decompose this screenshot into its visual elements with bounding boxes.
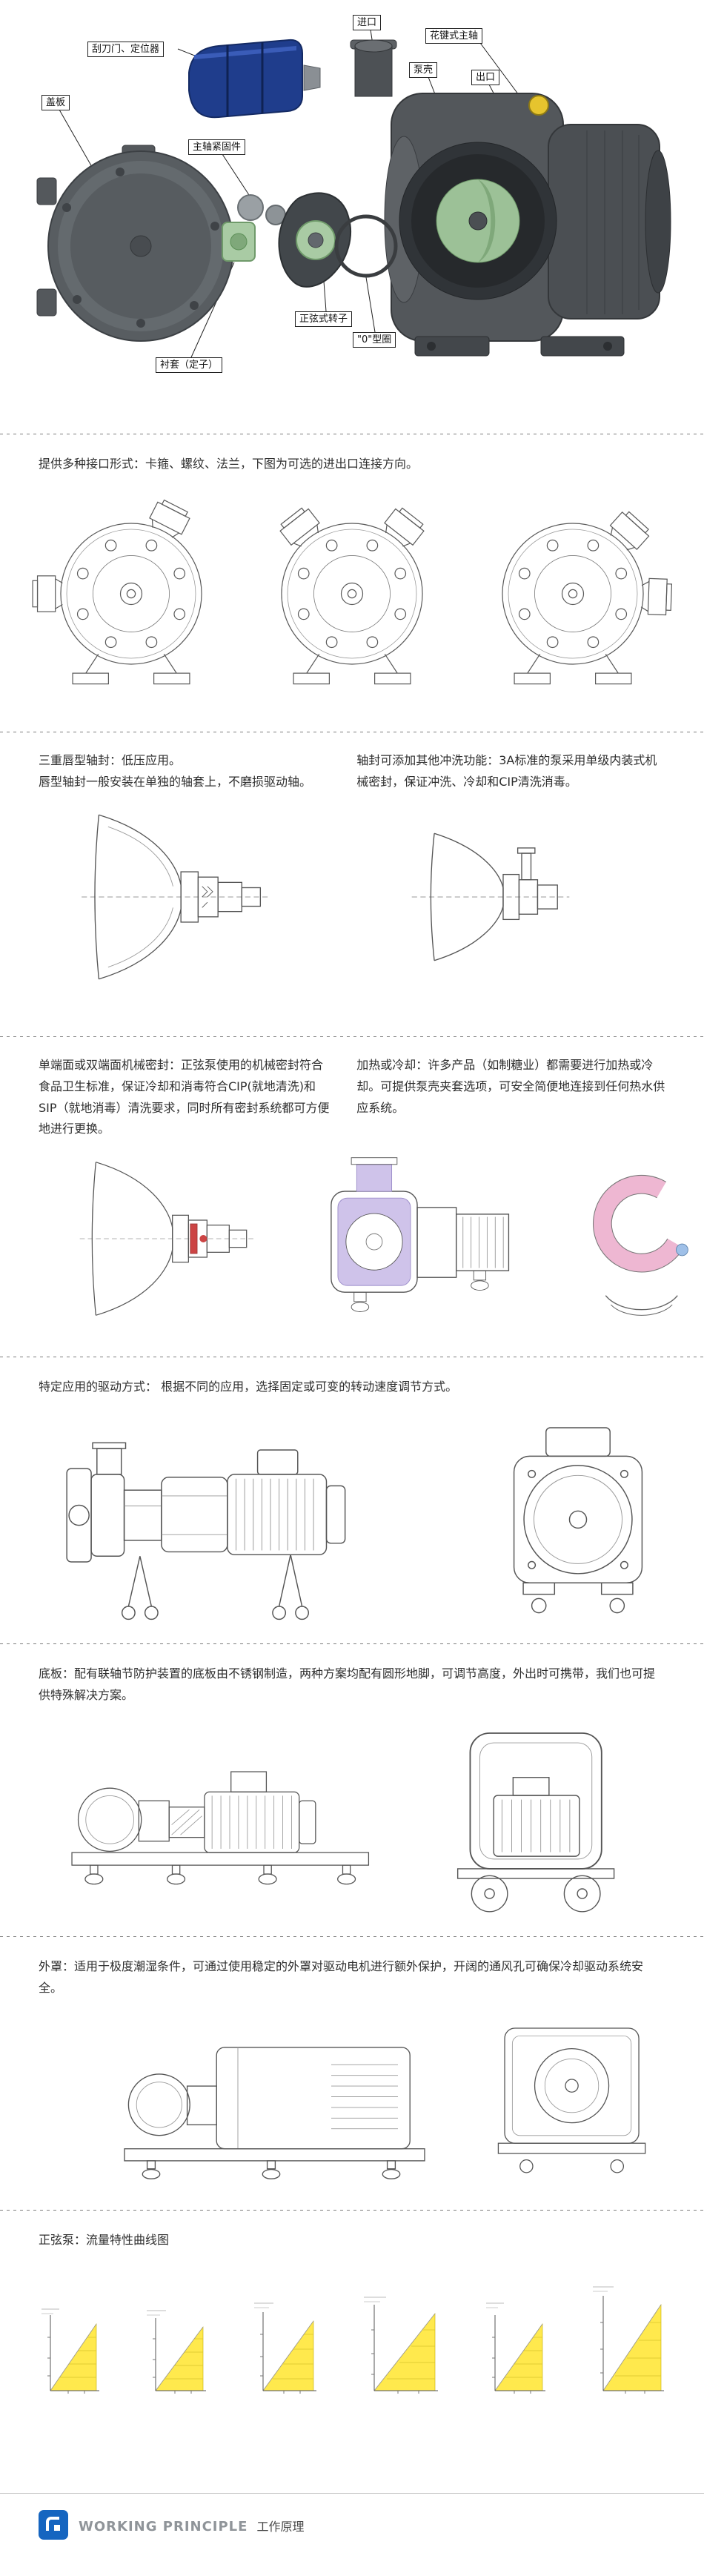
exploded-diagram-section: 刮刀门、定位器 进口 花键式主轴 泵壳 出口 盖板 主轴紧固件 正弦式转子 "0…: [0, 0, 704, 434]
part-label-cover: 盖板: [41, 95, 70, 110]
liner-stator-part: [222, 222, 256, 262]
seal-face-highlight: [190, 1223, 198, 1254]
dashed-divider: [0, 1936, 704, 1937]
part-label-fastener: 主轴紧固件: [188, 139, 246, 155]
flow-curve-chart-3: [253, 2302, 316, 2394]
part-label-inlet: 进口: [353, 15, 382, 30]
baseplate-section: 底板：配有联轴节防护装置的底板由不锈钢制造，两种方案均配有圆形地脚，可调节高度，…: [0, 1644, 704, 1936]
flow-curves-heading: 正弦泵：流量特性曲线图: [39, 2233, 170, 2247]
canopy-section: 外罩：适用于极度潮湿条件，可通过使用稳定的外罩对驱动电机进行额外保护，开阔的通风…: [0, 1937, 704, 2210]
canopy-unit-drawing: [124, 2046, 425, 2179]
flush-seal-drawing: [411, 832, 570, 961]
port-orientation-drawing-3: [502, 511, 673, 685]
working-principle-logo-icon: [39, 2510, 68, 2540]
flow-curve-chart-4: [364, 2297, 439, 2394]
footer-subtitle-text: 工作原理: [256, 2520, 305, 2534]
scraper-door-part: [188, 39, 321, 119]
flow-curves-section: 正弦泵：流量特性曲线图: [0, 2211, 704, 2493]
cover-plate-part: [36, 145, 234, 342]
dashed-divider: [0, 2210, 704, 2211]
mechanical-seal-drawing: [79, 1162, 256, 1317]
part-label-scraper: 刮刀门、定位器: [87, 42, 165, 57]
o-ring-part: [334, 214, 398, 278]
pump-geared-drive-drawing: [66, 1442, 346, 1620]
flow-curve-chart-1: [41, 2308, 99, 2394]
lip-seal-drawing: [82, 814, 270, 980]
pump-casing-part: [384, 93, 671, 357]
dashed-divider: [0, 1643, 704, 1644]
jacketed-pump-drawing: [331, 1156, 510, 1312]
mechanical-seal-section: 单端面或双端面机械密封：正弦泵使用的机械密封符合食品卫生标准，保证冷却和消毒符合…: [0, 1037, 704, 1357]
drive-options-text: 特定应用的驱动方式： 根据不同的应用，选择固定或可变的转动速度调节方式。: [39, 1380, 458, 1394]
sine-rotor-part: [278, 192, 351, 288]
port-options-section: 提供多种接口形式：卡箍、螺纹、法兰，下图为可选的进出口连接方向。: [0, 434, 704, 732]
footer: WORKING PRINCIPLE 工作原理: [0, 2493, 704, 2575]
exploded-pump-drawing: [36, 29, 671, 358]
part-label-spline: 花键式主轴: [425, 28, 483, 44]
jacket-shell-pink: [593, 1175, 691, 1273]
mech-seal-text: 单端面或双端面机械密封：正弦泵使用的机械密封符合食品卫生标准，保证冷却和消毒符合…: [39, 1058, 330, 1136]
footer-brand-text: WORKING PRINCIPLE: [79, 2519, 248, 2534]
yellow-plug: [528, 95, 549, 116]
part-label-casing: 泵壳: [409, 62, 438, 78]
flow-curve-chart-6: [592, 2286, 664, 2394]
part-label-liner: 衬套（定子）: [156, 357, 223, 373]
flow-curve-chart-2: [147, 2310, 207, 2394]
inlet-port-part: [350, 39, 397, 97]
jacket-shell-drawing: [593, 1175, 691, 1317]
jacket-port-blue: [676, 1243, 689, 1256]
baseplate-text: 底板：配有联轴节防护装置的底板由不锈钢制造，两种方案均配有圆形地脚，可调节高度，…: [39, 1666, 656, 1702]
port-options-text: 提供多种接口形式：卡箍、螺纹、法兰，下图为可选的进出口连接方向。: [39, 457, 419, 471]
port-orientation-drawing-2: [279, 507, 425, 685]
baseplate-unit-drawing: [71, 1770, 370, 1884]
lip-seal-section: 三重唇型轴封：低压应用。 唇型轴封一般安装在单独的轴套上，不磨损驱动轴。 轴封可…: [0, 732, 704, 1036]
heating-cooling-text: 加热或冷却：许多产品（如制糖业）都需要进行加热或冷却。可提供泵壳夹套选项，可安全…: [356, 1058, 665, 1115]
canopy-text: 外罩：适用于极度潮湿条件，可通过使用稳定的外罩对驱动电机进行额外保护，开阔的通风…: [39, 1959, 644, 1995]
lip-seal-left-text: 三重唇型轴封：低压应用。 唇型轴封一般安装在单独的轴套上，不磨损驱动轴。: [39, 753, 312, 789]
part-label-oring: "0"型圈: [353, 332, 396, 348]
canopy-front-view-drawing: [497, 2027, 646, 2173]
trolley-unit-drawing: [456, 1732, 615, 1913]
part-label-rotor: 正弦式转子: [295, 311, 353, 327]
dashed-divider: [0, 1036, 704, 1037]
lip-seal-right-text: 轴封可添加其他冲洗功能：3A标准的泵采用单级内装式机械密封，保证冲洗、冷却和CI…: [356, 753, 657, 789]
part-label-outlet: 出口: [471, 70, 500, 85]
port-orientation-drawing-1: [32, 499, 202, 685]
motor-front-view-drawing: [513, 1427, 643, 1614]
drive-options-section: 特定应用的驱动方式： 根据不同的应用，选择固定或可变的转动速度调节方式。: [0, 1357, 704, 1643]
flow-curve-chart-5: [485, 2302, 545, 2394]
